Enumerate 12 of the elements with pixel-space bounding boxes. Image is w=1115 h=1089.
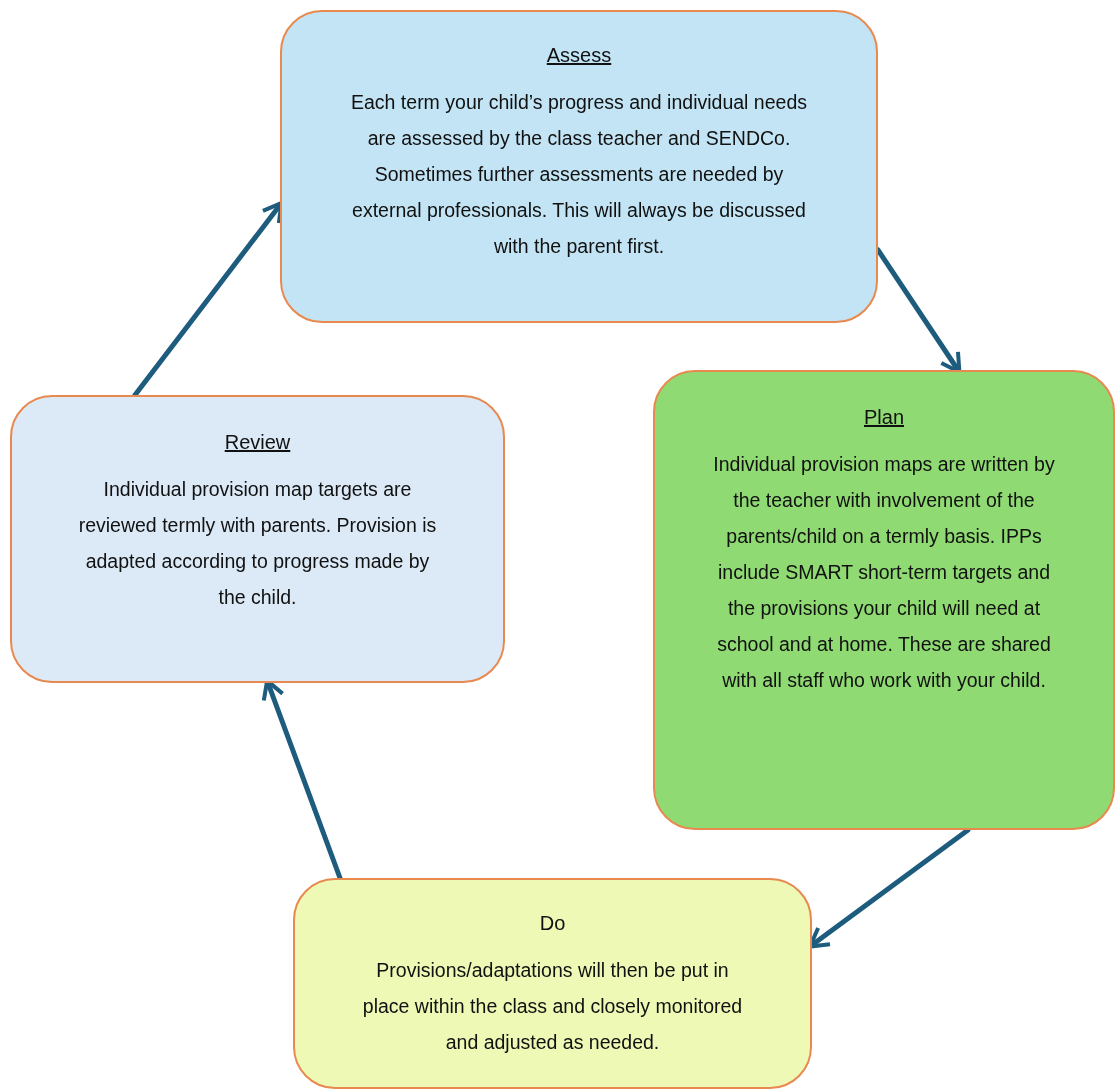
step-heading: Review — [224, 430, 291, 455]
process-box — [10, 395, 505, 683]
step-heading: Plan — [864, 405, 904, 430]
process-box — [653, 370, 1115, 830]
step-heading: Assess — [546, 43, 612, 68]
step-heading: Do — [539, 911, 566, 936]
process-box — [293, 878, 812, 1089]
step-description: Individual provision maps are written by the teacher with involvement of the parents/child on a termly basis. IPPs include SMART short-term targets and the provisions your child will need at school and at home. These are shared with all staff who work with your child. — [712, 452, 1056, 693]
step-description: Individual provision map targets are reviewed termly with parents. Provision is adapted according to progress made by the child. — [77, 477, 438, 610]
process-box — [280, 10, 878, 323]
step-description: Each term your child’s progress and individual needs are assessed by the class teacher and SENDCo. Sometimes further assessments are needed by external professionals. This will always be discussed with the parent first. — [350, 90, 808, 259]
step-description: Provisions/adaptations will then be put in place within the class and closely monitored and adjusted as needed. — [361, 958, 744, 1055]
